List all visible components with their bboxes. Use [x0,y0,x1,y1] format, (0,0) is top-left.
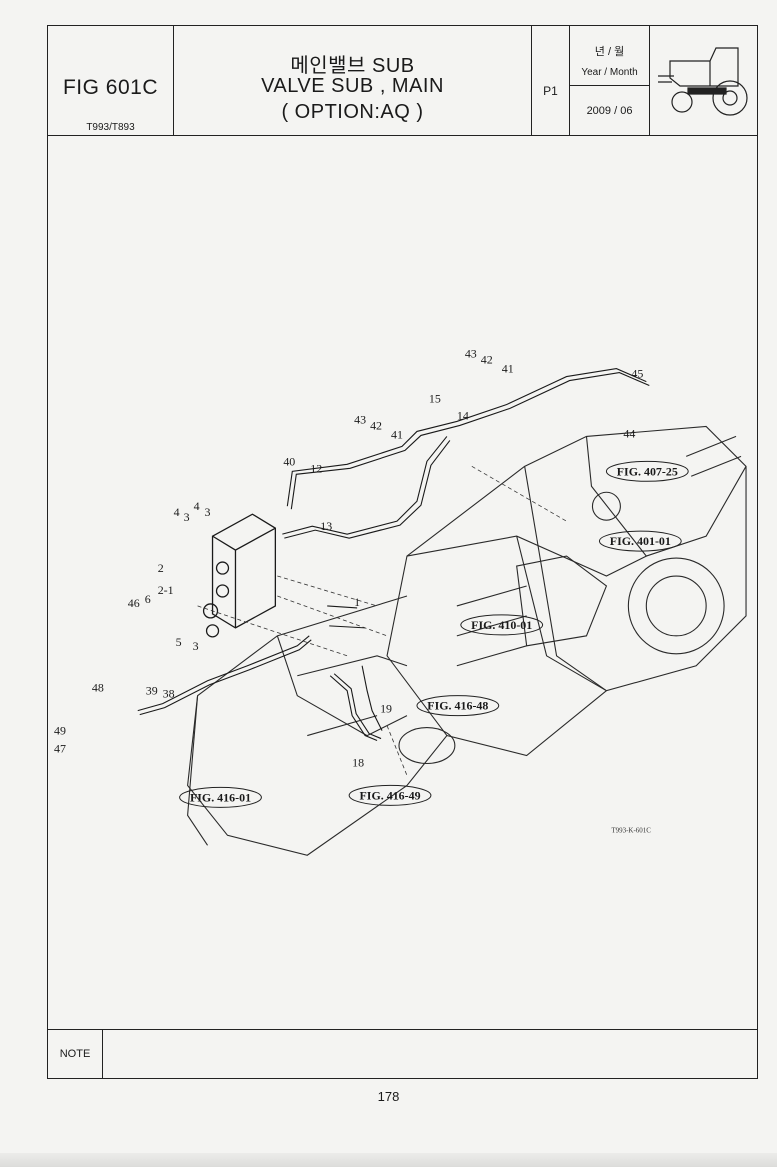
fig-ref-407-25: FIG. 407-25 [617,464,678,478]
callout-3: 3 [184,510,190,524]
figure-number: FIG 601C [62,76,159,99]
date-header: 년 / 월 Year / Month [570,26,649,86]
page-number: 178 [377,1089,400,1104]
callout-18: 18 [352,755,364,769]
fig-ref-416-48: FIG. 416-48 [427,699,488,713]
figure-references: FIG. 407-25 FIG. 401-01 FIG. 410-01 FIG.… [179,460,689,808]
callout-14: 14 [457,408,469,422]
callout-44: 44 [623,426,635,440]
callout-4: 4 [194,499,200,513]
callout-2-1: 2-1 [158,583,174,597]
date-cell: 년 / 월 Year / Month 2009 / 06 [570,26,650,135]
page-label: P1 [543,84,558,98]
leader-lines [197,465,567,776]
part-callouts: 1 2 2-1 3 3 3 4 4 5 6 12 13 14 15 18 19 … [54,347,643,770]
exploded-parts-diagram: 1 2 2-1 3 3 3 4 4 5 6 12 13 14 15 18 19 … [54,347,747,856]
callout-42: 42 [481,353,493,367]
transmission-housing [187,425,747,856]
callout-12: 12 [310,461,322,475]
callout-4: 4 [174,505,180,519]
main-valve-block [202,513,277,638]
callout-1: 1 [354,595,360,609]
callout-19: 19 [380,702,392,716]
callout-38: 38 [163,687,175,701]
title-english: VALVE SUB , MAIN [261,75,444,97]
callout-41: 41 [502,362,514,376]
note-label: NOTE [48,1030,103,1078]
callout-41: 41 [391,427,403,441]
callout-47: 47 [54,742,66,756]
title-option: ( OPTION:AQ ) [281,101,424,123]
tractor-thumbnail-cell [650,26,758,135]
callout-6: 6 [145,592,151,606]
callout-48: 48 [92,681,104,695]
scan-edge [0,1153,777,1167]
callout-40: 40 [283,454,295,468]
callout-43: 43 [465,347,477,361]
callout-5: 5 [176,635,182,649]
fig-ref-416-49: FIG. 416-49 [359,788,420,802]
callout-46: 46 [128,596,140,610]
callout-15: 15 [429,392,441,406]
page-frame: FIG 601C T993/T893 메인밸브 SUB VALVE SUB , … [47,25,758,1079]
year-month-english: Year / Month [581,67,638,78]
tractor-icon [658,47,748,116]
title-block: FIG 601C T993/T893 메인밸브 SUB VALVE SUB , … [48,26,757,136]
callout-49: 49 [54,724,66,738]
fig-ref-410-01: FIG. 410-01 [471,618,532,632]
fig-ref-401-01: FIG. 401-01 [610,534,671,548]
callout-3: 3 [205,505,211,519]
callout-39: 39 [146,684,158,698]
callout-3: 3 [193,639,199,653]
page-label-cell: P1 [532,26,570,135]
note-row: NOTE [48,1029,757,1078]
callout-45: 45 [631,367,643,381]
callout-2: 2 [158,561,164,575]
callout-13: 13 [320,519,332,533]
date-value: 2009 / 06 [586,105,633,117]
figure-number-cell: FIG 601C T993/T893 [48,26,174,135]
model-code: T993/T893 [86,122,135,133]
fig-ref-416-01: FIG. 416-01 [190,790,251,804]
drawing-code: T993-K-601C [611,826,651,834]
callout-42: 42 [370,418,382,432]
title-korean: 메인밸브 SUB [290,55,415,77]
hydraulic-pipes [137,368,650,742]
title-cell: 메인밸브 SUB VALVE SUB , MAIN ( OPTION:AQ ) [174,26,532,135]
year-month-korean: 년 / 월 [594,46,625,58]
callout-43: 43 [354,412,366,426]
